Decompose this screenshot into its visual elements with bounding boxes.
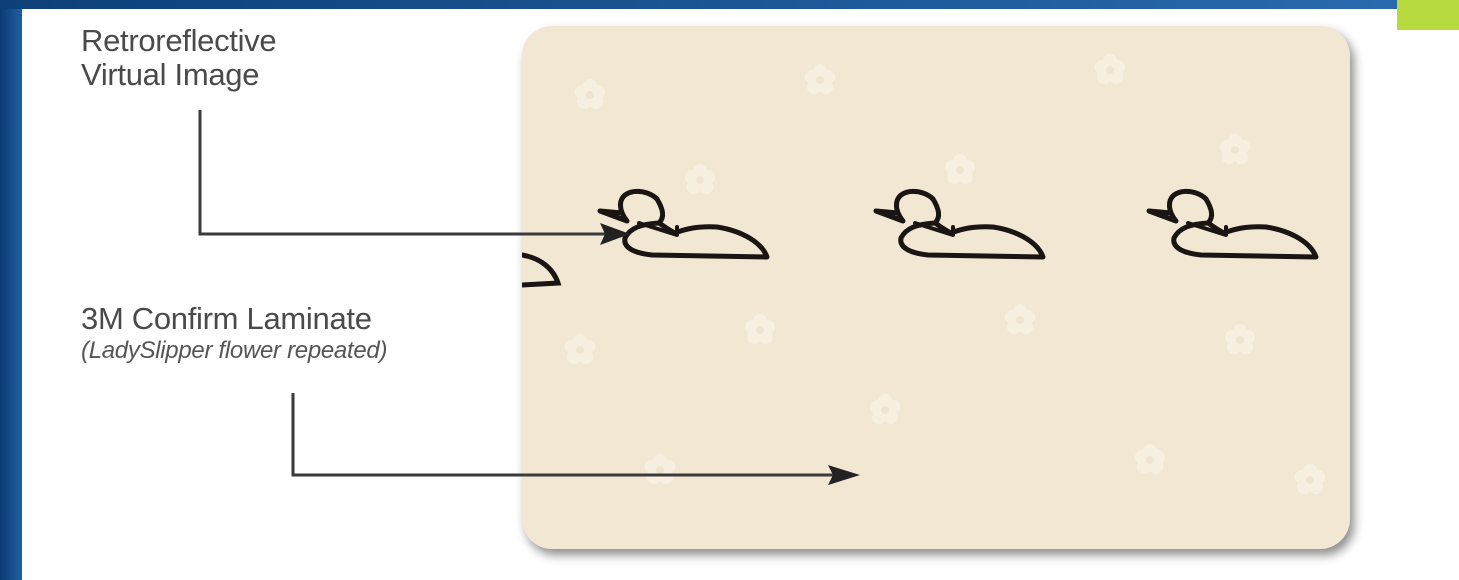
lady-slipper-flower-icon <box>1295 464 1325 494</box>
lady-slipper-flower-icon <box>565 334 595 364</box>
lady-slipper-flower-icon <box>685 164 715 194</box>
loon-icon <box>1149 191 1316 257</box>
watermark-pattern <box>565 54 1325 494</box>
leader-arrow-retroreflective <box>198 110 630 245</box>
laminate-label-title: 3M Confirm Laminate <box>81 301 372 336</box>
retroreflective-label-line2: Virtual Image <box>81 57 260 92</box>
lady-slipper-flower-icon <box>645 454 675 484</box>
loon-row <box>522 191 1316 288</box>
lady-slipper-flower-icon <box>1135 444 1165 474</box>
loon-icon <box>876 191 1043 257</box>
lady-slipper-flower-icon <box>1225 324 1255 354</box>
slide-top-frame-bar <box>0 0 1459 9</box>
lady-slipper-flower-icon <box>1095 54 1125 84</box>
retroreflective-label-line1: Retroreflective <box>81 23 277 58</box>
slide-accent-block <box>1397 0 1459 30</box>
lady-slipper-flower-icon <box>1005 304 1035 334</box>
laminate-label-subtitle: (LadySlipper flower repeated) <box>81 337 388 364</box>
lady-slipper-flower-icon <box>945 154 975 184</box>
lady-slipper-flower-icon <box>805 64 835 94</box>
loon-icon <box>522 252 562 288</box>
retroreflective-label: Retroreflective Virtual Image <box>81 23 277 92</box>
slide-left-frame-bar <box>0 0 22 580</box>
lady-slipper-flower-icon <box>870 394 900 424</box>
leader-arrow-laminate <box>291 393 860 485</box>
lady-slipper-flower-icon <box>745 314 775 344</box>
lady-slipper-flower-icon <box>1220 134 1250 164</box>
loon-icon <box>600 191 767 257</box>
laminate-label: 3M Confirm Laminate (LadySlipper flower … <box>81 302 387 366</box>
lady-slipper-flower-icon <box>575 79 605 109</box>
